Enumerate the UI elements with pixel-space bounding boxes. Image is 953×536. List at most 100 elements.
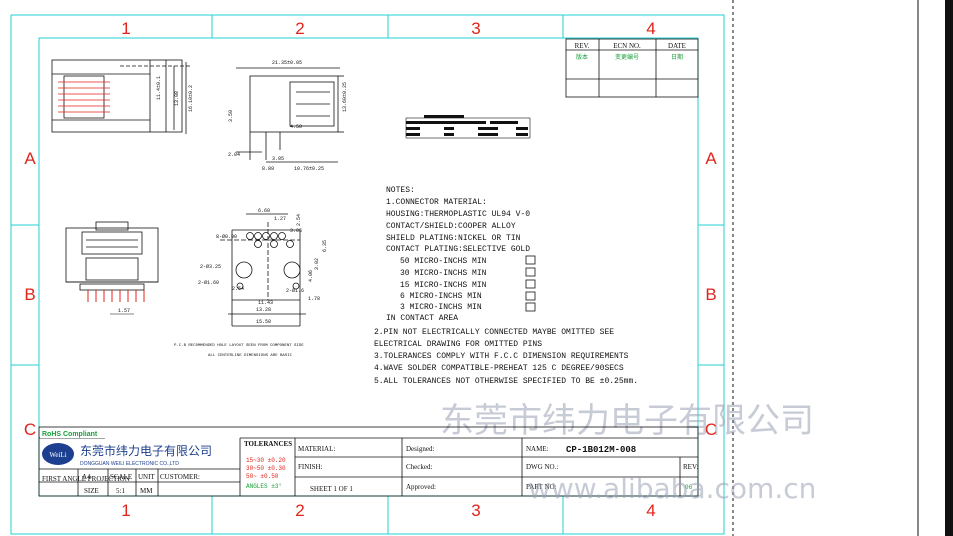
side-view [236,67,344,163]
material-label: MATERIAL: [298,445,335,453]
top-view [51,59,190,134]
front-view [65,221,159,291]
tolerance-line-1: 15~30 ±0.20 [246,457,286,464]
pcb-dim-13-28: 13.28 [256,307,271,313]
notes-heading: NOTES: [386,186,415,195]
row-marker-b-right: B [705,285,716,304]
size-label: SIZE [84,487,99,495]
finish-label: FINISH: [298,463,323,471]
row-marker-a-left: A [24,149,36,168]
pcb-dim-8-holes: 8-Ø0.90 [216,233,237,240]
ecn-header: ECN NO. [613,42,641,50]
col-marker-1-bottom: 1 [121,501,130,520]
scale-value: 5:1 [116,487,125,495]
col-marker-3-top: 3 [471,19,480,38]
rev-value-title: 06 [685,484,693,491]
pcb-dim-11-43: 11.43 [258,300,273,306]
note-line-2: HOUSING:THERMOPLASTIC UL94 V-0 [386,210,530,219]
note-line-16: 5.ALL TOLERANCES NOT OTHERWISE SPECIFIED… [374,377,638,386]
date-value: 日期 [671,53,683,61]
tolerances-label: TOLERANCES [244,440,292,448]
note-line-12: 2.PIN NOT ELECTRICALLY CONNECTED MAYBE O… [374,328,614,337]
col-marker-3-bottom: 3 [471,501,480,520]
front-dim-1-57: 1.57 [118,308,130,314]
plating-checkbox-6 [525,291,536,301]
company-name: 东莞市纬力电子有限公司 [80,443,212,458]
pcb-dim-15-50: 15.50 [256,319,271,325]
front-view-pins [87,290,145,302]
pcb-dim-2-3-25: 2-Ø3.25 [200,263,221,270]
note-line-7: 30 MICRO-INCHS MIN [400,269,487,278]
note-line-4: SHIELD PLATING:NICKEL OR TIN [386,234,521,243]
pcb-dim-2-54-top: 2.54 [296,214,302,226]
side-dim-10-76: 10.76±0.25 [294,166,324,172]
unit-label: UNIT [138,473,155,481]
side-dim-4-50: 4.50 [290,124,302,130]
notes-block: NOTES: 1.CONNECTOR MATERIAL: HOUSING:THE… [374,186,638,386]
row-marker-a-right: A [705,149,717,168]
side-dim-2-04: 2.04 [228,152,240,158]
side-dim-3-50: 3.50 [228,110,234,122]
note-line-1: 1.CONNECTOR MATERIAL: [386,198,487,207]
plating-checkbox-30 [525,267,536,277]
side-dim-13-60: 13.60±0.25 [342,82,348,112]
right-dark-bar [945,0,953,536]
designed-label: Designed: [406,445,434,453]
spec-mini-table [405,115,531,139]
side-dim-21-35: 21.35±0.05 [272,60,302,66]
sheet-label: SHEET 1 OF 1 [310,485,353,493]
pcb-note-2: ALL CENTERLINE DIMENSIONS ARE BASIC [208,354,293,358]
zone-ticks [11,15,724,534]
pcb-dim-1-78: 1.78 [308,296,320,302]
scale-label: SCALE [110,473,132,481]
rev-header: REV. [575,42,590,50]
watermark-company: 东莞市纬力电子有限公司 [440,401,814,441]
note-line-14: 3.TOLERANCES COMPLY WITH F.C.C DIMENSION… [374,352,629,361]
rev-value: 版本 [576,53,588,61]
date-header: DATE [668,42,686,50]
row-marker-c-left: C [24,420,36,439]
watermark-site: www.alibaba.com.cn [528,472,816,505]
outer-frame [10,14,725,535]
pcb-dim-2-1-60: 2-Ø1.60 [198,279,219,286]
side-dim-3-05: 3.05 [272,156,284,162]
plating-checkbox-50 [525,255,536,265]
note-line-9: 6 MICRO-INCHS MIN [400,292,482,301]
top-dim-11-4: 11.4±0.1 [156,76,162,100]
pcb-dim-6-35: 6.35 [322,240,328,252]
pcb-dim-3-05: 3.05 [290,228,302,234]
pcb-layout [220,213,306,327]
part-name-value: CP-1B012M-008 [566,445,636,455]
col-marker-4-top: 4 [646,19,655,38]
col-marker-4-bottom: 4 [646,501,655,520]
col-marker-2-bottom: 2 [295,501,304,520]
pcb-dim-3-02: 3.02 [314,258,320,270]
unit-value: MM [140,487,153,495]
customer-label: CUSTOMER: [160,473,200,481]
pcb-dim-2-54: 2.54 [232,286,244,292]
company-logo-text: WeiLi [49,451,66,459]
plating-checkbox-3 [525,302,536,312]
note-line-13: ELECTRICAL DRAWING FOR OMITTED PINS [374,340,542,349]
note-line-10: 3 MICRO-INCHS MIN [400,303,482,312]
top-dim-13-08: 13.08 [174,91,180,106]
rohs-box [40,428,106,438]
note-line-8: 15 MICRO-INCHS MIN [400,281,487,290]
checked-label: Checked: [406,463,432,471]
note-line-6: 50 MICRO-INCHS MIN [400,257,487,266]
note-line-5: CONTACT PLATING:SELECTIVE GOLD [386,245,530,254]
pcb-dim-1-27: 1.27 [274,216,286,222]
pcb-note-1: P.C.B RECOMMENDED HOLE LAYOUT SEEN FROM … [174,344,304,348]
projection-label: FIRST ANGLE PROJECTION [42,475,130,483]
row-marker-b-left: B [24,285,35,304]
top-dim-16-10: 16.10±0.2 [188,85,194,112]
side-dim-8-89: 8.89 [262,166,274,172]
pcb-dim-6-60: 6.60 [258,208,270,214]
angles-label: ANGLES ±3° [246,483,282,490]
size-value: A4 [82,473,91,481]
rohs-label: RoHS Compliant [42,431,98,438]
row-marker-c-right: C [705,420,717,439]
plating-checkboxes [525,255,536,312]
tolerance-line-2: 30~50 ±0.30 [246,465,286,472]
